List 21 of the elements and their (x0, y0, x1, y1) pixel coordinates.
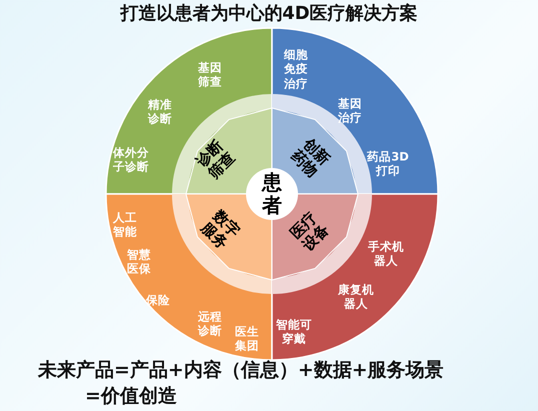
category-label: 诊断筛查 (192, 136, 240, 184)
item-label: 药品3D打印 (366, 150, 410, 178)
title: 打造以患者为中心的4D医疗解决方案 (119, 2, 419, 25)
item-label: 人工智能 (112, 210, 138, 240)
item-label: 保险 (144, 292, 171, 308)
item-label: 手术机器人 (367, 240, 405, 268)
item-label: 细胞免疫治疗 (283, 47, 309, 91)
category-label: 医疗设备 (286, 208, 334, 256)
item-label: 精准诊断 (147, 98, 173, 126)
item-label: 远程诊断 (197, 310, 223, 338)
category-label: 创新药物 (286, 134, 334, 182)
item-label: 智慧医保 (126, 248, 152, 276)
item-label: 基因治疗 (337, 96, 363, 126)
center-label: 患者 (262, 171, 282, 217)
item-label: 康复机器人 (337, 282, 375, 312)
category-label: 数字服务 (196, 206, 244, 254)
item-label: 基因筛查 (197, 60, 223, 90)
item-label: 医生集团 (234, 324, 260, 354)
item-label: 智能可穿戴 (275, 318, 313, 346)
caption: 未来产品=产品+内容（信息）+数据+服务场景=价值创造 (38, 358, 445, 409)
item-label: 体外分子诊断 (112, 146, 150, 174)
